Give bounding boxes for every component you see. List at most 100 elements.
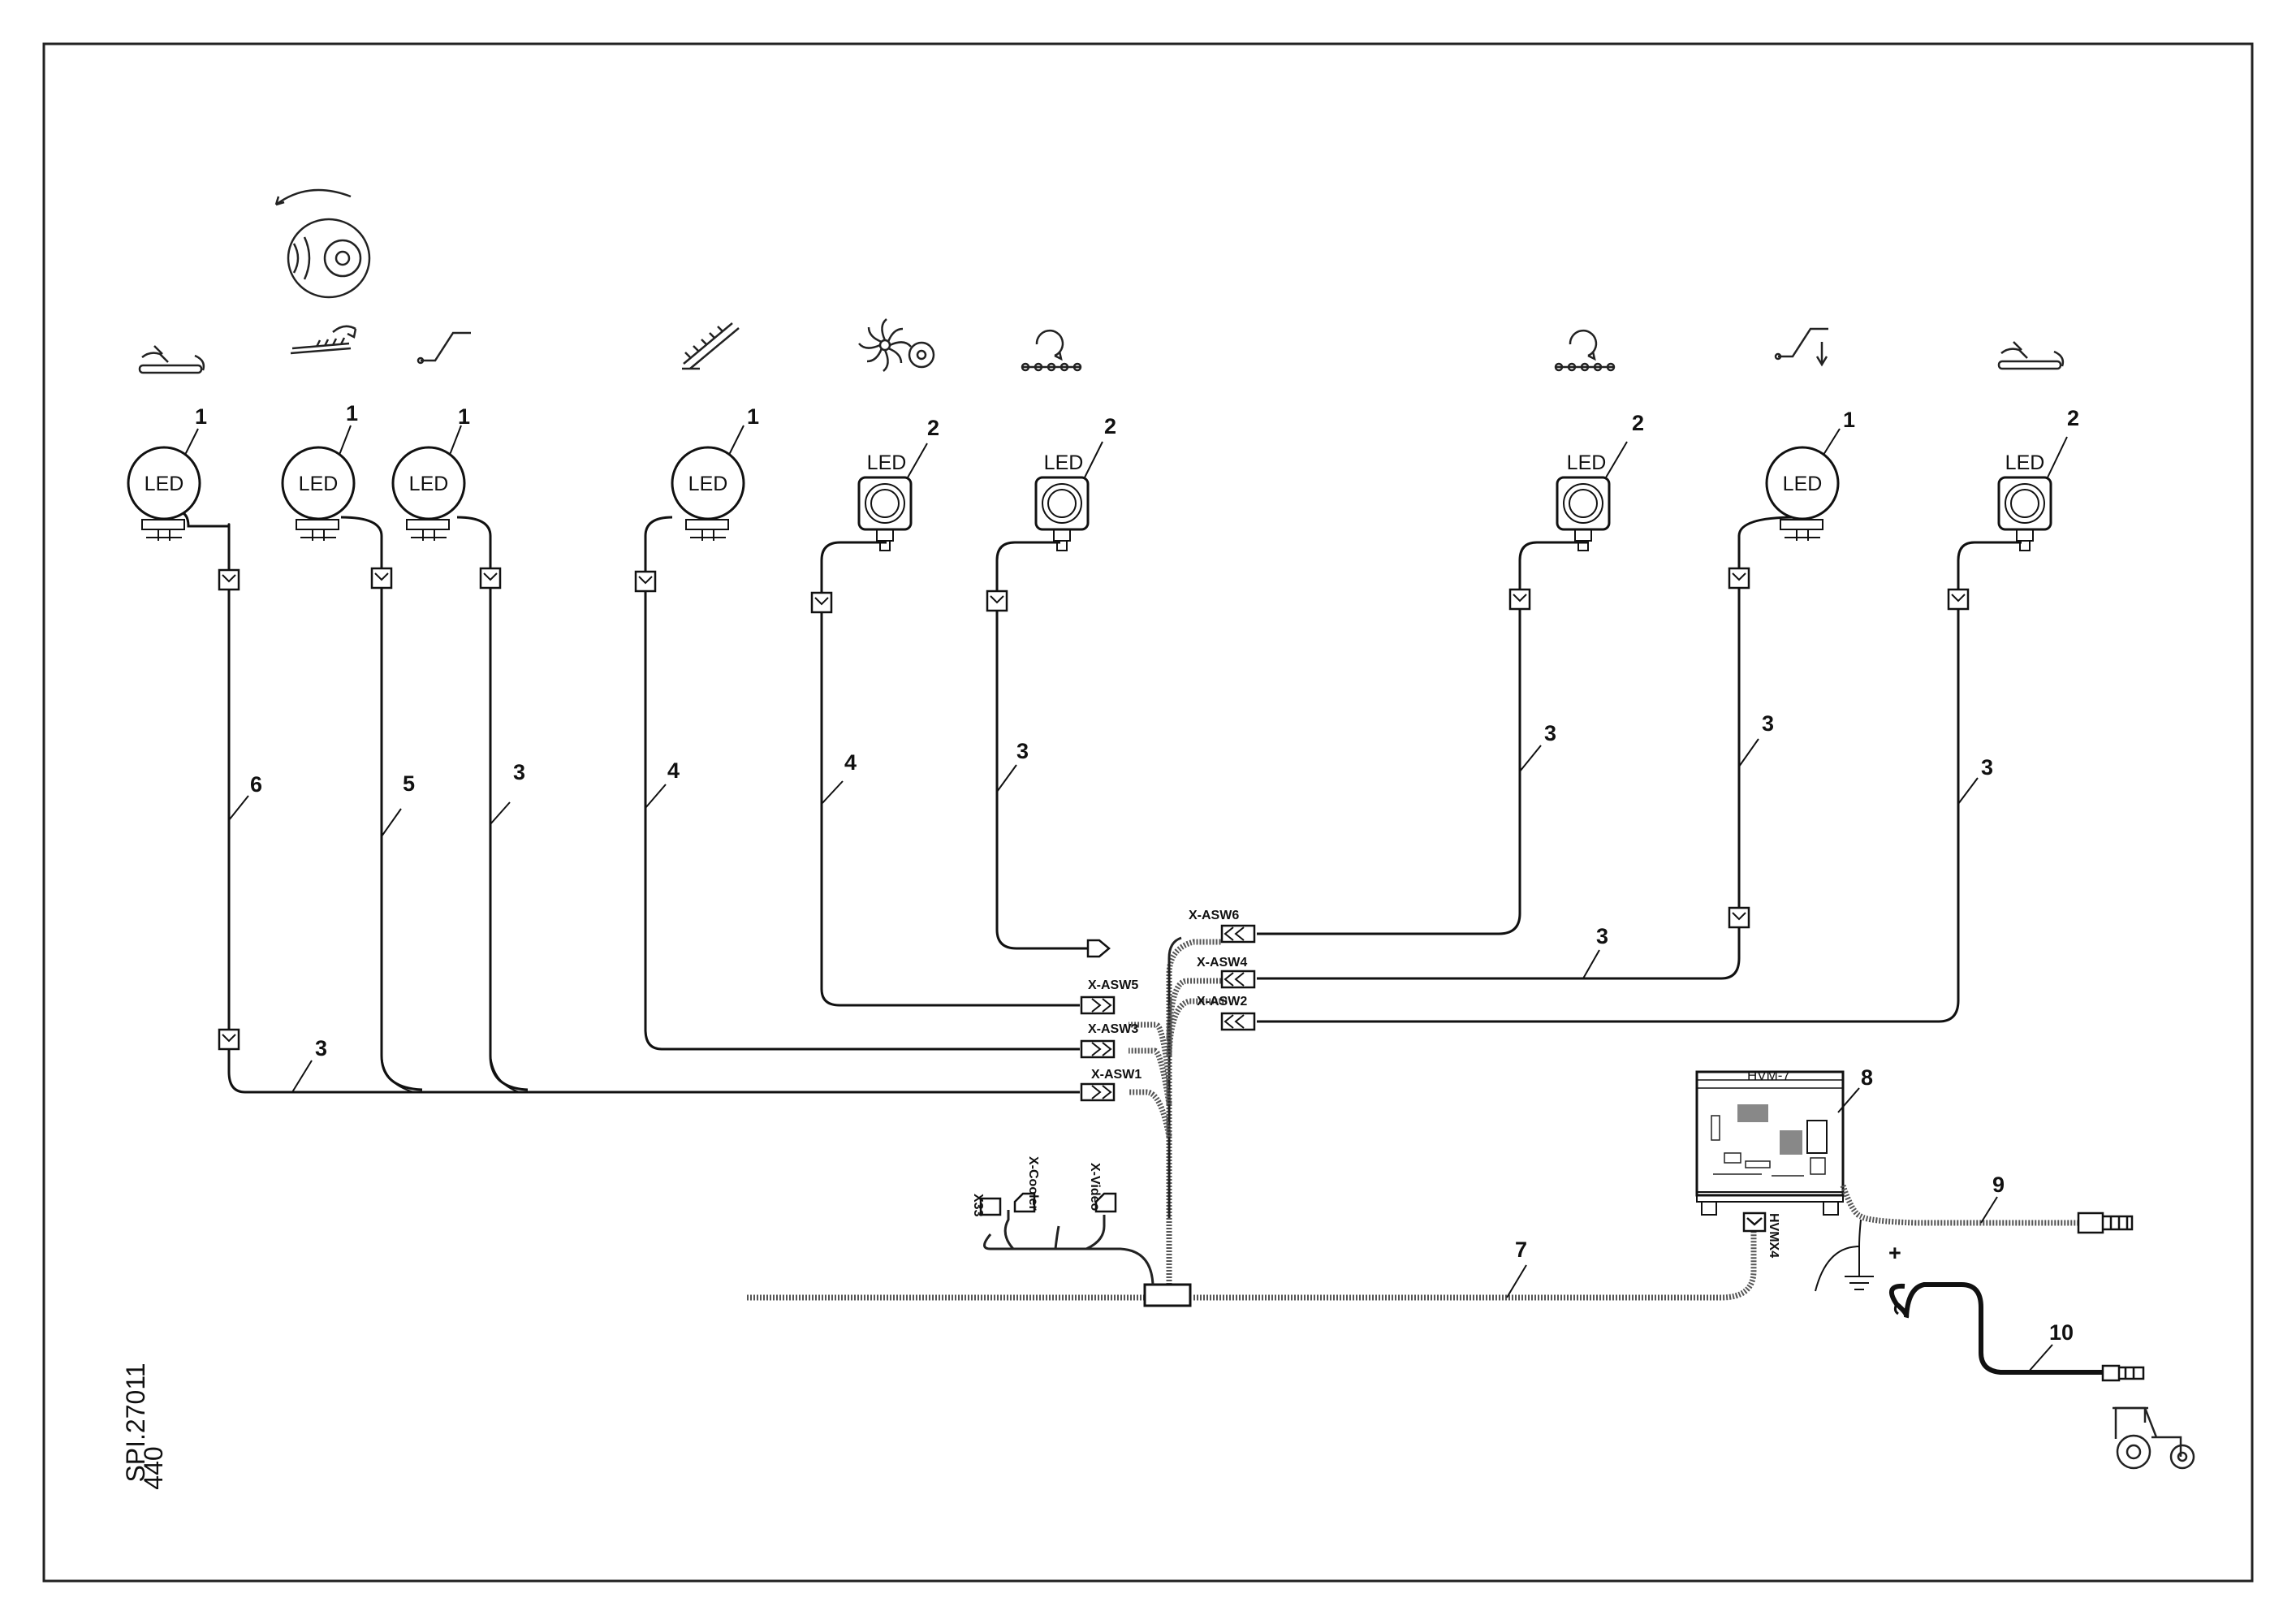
cable-callout-lamp-9: 3: [1981, 755, 1993, 780]
x-video-label: X-Video: [1088, 1163, 1102, 1212]
cable-callout-lamp-3: 3: [513, 760, 525, 784]
x-asw1-connector: [1080, 1082, 1116, 1102]
harness-callout-leader: [1506, 1264, 1527, 1298]
x-asw4-label: X-ASW4: [1197, 956, 1247, 970]
cable-callout-lamp-4: 4: [667, 758, 680, 783]
lamp-6-callout: 2: [1104, 414, 1116, 438]
lamp-4: LED: [671, 446, 745, 541]
lamp-2-label: LED: [299, 473, 339, 495]
x33-connector: [979, 1197, 1002, 1216]
hvm7-callout: 8: [1861, 1065, 1873, 1090]
rotor-chain-icon: [1554, 329, 1616, 372]
lamp-6-label: LED: [1044, 451, 1084, 474]
lamp-3: LED: [391, 446, 466, 541]
ground-icon: [1815, 1219, 1874, 1292]
lamp-4-callout: 1: [747, 404, 759, 429]
connector-labels: X-ASW1 X-ASW3 X-ASW5 X-ASW6 X-ASW4 X-ASW…: [971, 909, 1780, 1258]
lamp-1-callout: 1: [195, 404, 207, 429]
drawbar-down-icon: [1774, 327, 1828, 367]
lamp-5: LED: [857, 451, 913, 551]
rotor-chain-icon: [1021, 329, 1082, 372]
wire-lamp-3: [456, 516, 529, 1091]
wire-lamp-7: [1257, 541, 1587, 935]
x-asw3-label: X-ASW3: [1088, 1022, 1138, 1036]
x-asw2-connector: [1220, 1012, 1256, 1031]
lamp-4-label: LED: [688, 473, 728, 495]
lamp-3-label: LED: [409, 473, 449, 495]
lamp-2-callout: 1: [346, 401, 358, 425]
lamp-8-label: LED: [1783, 473, 1823, 495]
x-asw6-label: X-ASW6: [1189, 909, 1239, 922]
lamp-5-callout: 2: [927, 416, 939, 440]
x-asw5-label: X-ASW5: [1088, 978, 1138, 992]
inline-connectors: [218, 567, 1970, 1051]
x-video-connector: [1094, 1192, 1117, 1213]
hvmx4-connector: [1742, 1212, 1767, 1233]
cable-callouts: 6 5 3 4 4 3 3 3 3 3 3: [228, 711, 1993, 1093]
cable-callout-lamp-2: 5: [403, 771, 415, 796]
x-asw6-connector: [1220, 924, 1256, 944]
x-asw2-label: X-ASW2: [1197, 995, 1247, 1009]
cable-callout-lamp-1: 6: [250, 772, 262, 797]
cable-callout-lamp-6: 3: [1016, 739, 1029, 763]
x-asw4-connector: [1220, 970, 1256, 989]
wire-lamp-6: [995, 541, 1088, 950]
x-asw3-connector: [1080, 1039, 1116, 1059]
lamp-1: LED: [127, 446, 201, 541]
x-asw1-label: X-ASW1: [1091, 1068, 1142, 1082]
plus-sign: +: [1888, 1241, 1901, 1265]
battery-cable-callout: 10: [2049, 1320, 2074, 1345]
wire-lamp-4: [644, 516, 1080, 1051]
lamp-7: LED: [1556, 451, 1611, 551]
x33-label: X33: [971, 1194, 985, 1217]
hvm7-module: HVM-7 8: [1695, 1065, 1873, 1216]
lamp-9: LED: [1997, 451, 2052, 551]
cable-callout-lamp-5: 4: [844, 750, 857, 775]
drawing-number: SPI.27011: [121, 1363, 150, 1482]
wire-lamp-8: [1257, 516, 1797, 980]
lamp-callouts: 1 1 1 1 2 2 2 1 2: [184, 401, 2079, 478]
tractor-icon: [2113, 1406, 2195, 1470]
bus-callout: 3: [315, 1036, 327, 1060]
lamp-5-label: LED: [867, 451, 907, 474]
x-cooler-connector: [1013, 1192, 1036, 1213]
wire-lamp-5: [820, 541, 1080, 1007]
drawbar-icon: [416, 331, 471, 365]
x-cooler-label: X-Cooler: [1026, 1156, 1040, 1211]
lamp-7-label: LED: [1567, 451, 1607, 474]
lamp-2: LED: [281, 446, 356, 541]
lamp-8-callout: 1: [1843, 408, 1855, 432]
lamp-3-callout: 1: [458, 404, 470, 429]
main-harness: [747, 936, 1757, 1301]
lamp-1-label: LED: [145, 473, 184, 495]
asw4-feed-callout: 3: [1596, 924, 1608, 948]
cable-callout-lamp-7: 3: [1544, 721, 1556, 745]
drawing-ref-code: 440: [139, 1446, 168, 1489]
bus-merge-curves: [381, 1055, 528, 1093]
harness-junction: [1143, 1283, 1192, 1307]
lamp-6: LED: [1034, 451, 1090, 551]
fan-wheel-icon: [858, 318, 935, 372]
lamp-9-callout: 2: [2067, 406, 2079, 430]
pickup-incline-icon: [682, 322, 740, 370]
bale-roll-icon: [274, 188, 371, 299]
tractor-cable: 9: [1840, 1173, 2134, 1234]
hvm7-name: HVM-7: [1747, 1068, 1790, 1083]
drawing-frame: [42, 42, 2254, 1583]
hand-conveyor-icon: [138, 345, 205, 374]
lamp-7-callout: 2: [1632, 411, 1644, 435]
x-asw5-connector: [1080, 996, 1116, 1015]
lamp-8: LED: [1765, 446, 1840, 541]
harness-callout: 7: [1515, 1237, 1527, 1262]
lamp-9-label: LED: [2005, 451, 2045, 474]
asw-connectors: [979, 924, 1767, 1233]
pickup-rotor-icon: [290, 325, 357, 355]
battery-cable: + 10: [1888, 1241, 2145, 1382]
wire-lamp-2: [340, 516, 423, 1091]
wire-lamp-1: [176, 510, 1080, 1094]
cable-callout-lamp-8: 3: [1762, 711, 1774, 736]
sensor-branch: [983, 1210, 1154, 1285]
hvmx4-label: HVMX4: [1767, 1213, 1780, 1258]
hand-conveyor-icon: [1997, 341, 2065, 370]
